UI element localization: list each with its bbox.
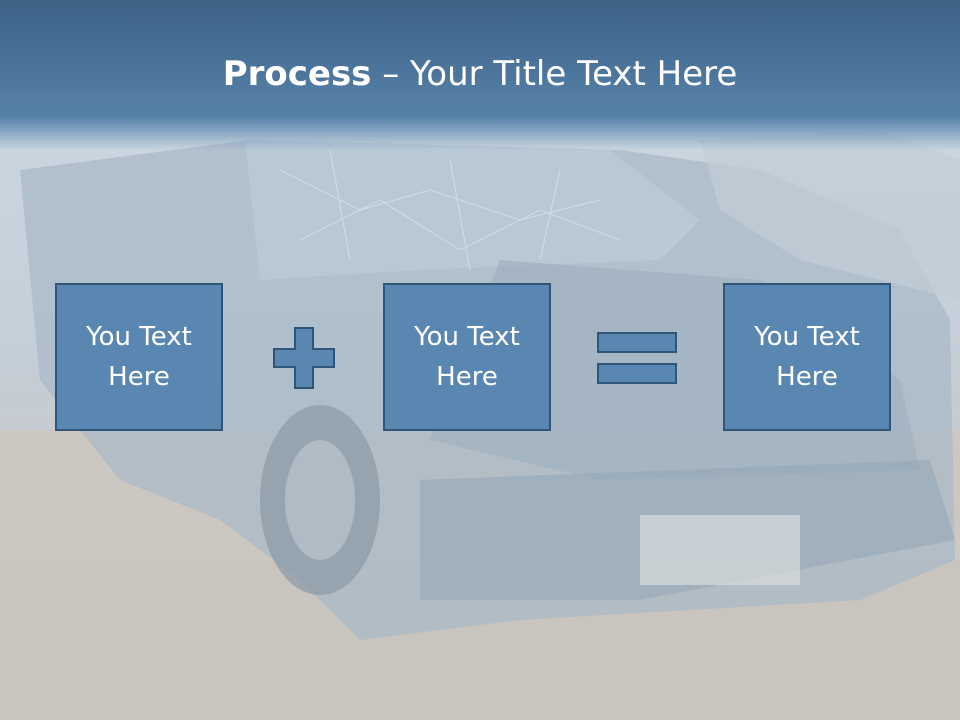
process-box-3: You Text Here <box>723 283 891 431</box>
process-box-1-label: You Text Here <box>86 322 192 392</box>
title-bold-word: Process <box>222 54 372 94</box>
plus-icon <box>273 327 335 389</box>
title-subtext: – Your Title Text Here <box>371 54 738 94</box>
title-band <box>0 0 960 150</box>
process-box-2-label: You Text Here <box>414 322 520 392</box>
equals-icon <box>597 332 677 384</box>
process-box-1: You Text Here <box>55 283 223 431</box>
process-box-2: You Text Here <box>383 283 551 431</box>
process-box-3-label: You Text Here <box>754 322 860 392</box>
slide-title: Process – Your Title Text Here <box>0 52 960 96</box>
